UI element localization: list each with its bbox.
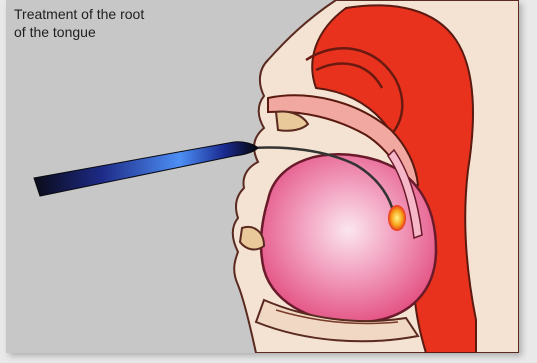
probe-handle bbox=[34, 142, 258, 196]
caption-text: Treatment of the root of the tongue bbox=[14, 5, 214, 41]
illustration-panel: Treatment of the root of the tongue bbox=[6, 0, 519, 353]
anatomy-illustration bbox=[6, 0, 519, 353]
treatment-tip bbox=[388, 205, 406, 231]
